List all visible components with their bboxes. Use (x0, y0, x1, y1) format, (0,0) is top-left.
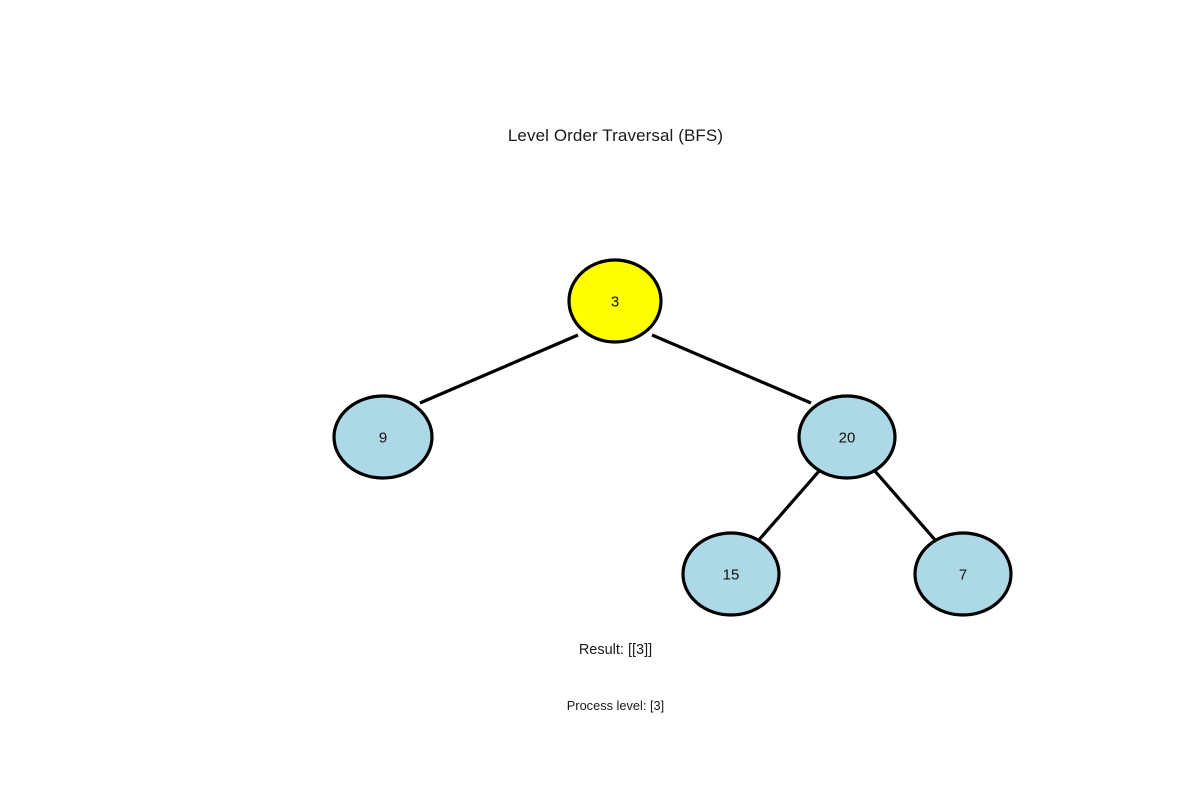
node-value-9: 9 (379, 430, 387, 447)
node-shape-15[interactable] (681, 531, 781, 617)
node-shape-9[interactable] (332, 394, 434, 480)
node-shape-3[interactable] (567, 258, 663, 344)
page-title: Level Order Traversal (BFS) (507, 126, 724, 145)
node-shape-20[interactable] (797, 394, 897, 480)
node-value-7: 7 (959, 567, 967, 584)
tree-edge-n3-n20 (651, 333, 812, 405)
tree-node-9[interactable]: 9 (332, 394, 434, 480)
node-shape-7[interactable] (913, 531, 1013, 617)
node-value-20: 20 (839, 430, 856, 447)
tree-edges (419, 333, 938, 543)
tree-edge-n20-n15 (756, 468, 822, 543)
tree-node-15[interactable]: 15 (681, 531, 781, 617)
node-value-3: 3 (611, 294, 619, 311)
tree-nodes: 3 9 20 15 7 (332, 258, 1013, 617)
process-level-label: Process level: [3] (566, 698, 665, 713)
tree-edge-n20-n7 (872, 468, 938, 543)
tree-node-20[interactable]: 20 (797, 394, 897, 480)
tree-node-3[interactable]: 3 (567, 258, 663, 344)
tree-edge-n3-n9 (419, 333, 579, 405)
tree-node-7[interactable]: 7 (913, 531, 1013, 617)
node-value-15: 15 (723, 567, 740, 584)
result-label: Result: [[3]] (578, 642, 653, 658)
